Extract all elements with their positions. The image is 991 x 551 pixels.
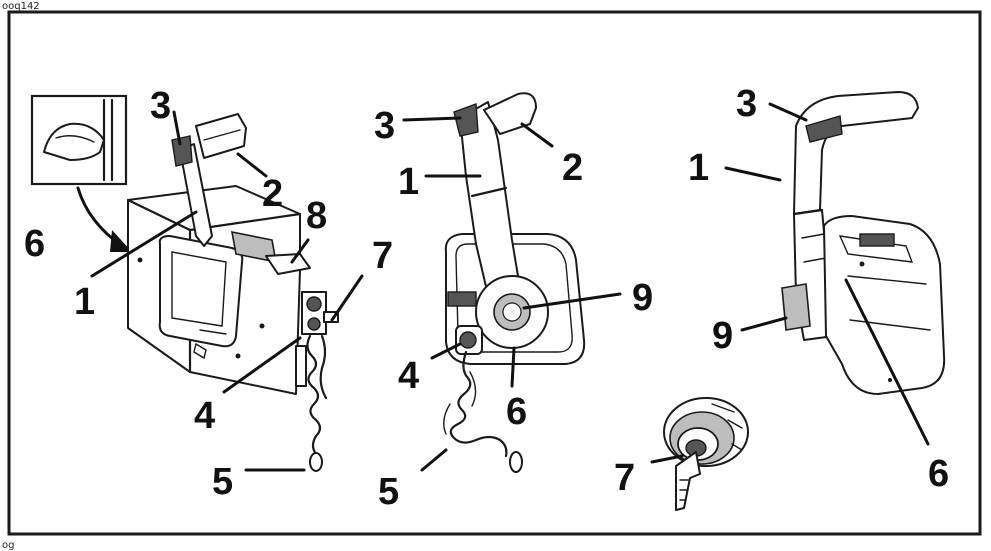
leader-line — [330, 274, 364, 322]
lanyard-clip — [309, 452, 323, 472]
side-mount-trim-button — [171, 135, 193, 167]
callout-number: 2 — [262, 173, 283, 215]
leader-line — [650, 454, 684, 464]
callout-number: 8 — [306, 195, 327, 237]
callout-number: 1 — [74, 281, 95, 323]
leader-line — [222, 336, 302, 394]
callout-number: 9 — [712, 315, 733, 357]
leader-line — [90, 210, 198, 278]
top-mount-hub-button — [781, 283, 811, 331]
side-mount-lanyard — [306, 334, 322, 456]
trim-switch-part — [265, 253, 311, 275]
leader-line — [290, 238, 310, 264]
callout-number: 5 — [212, 461, 233, 503]
callout-number: 1 — [688, 147, 709, 189]
callout-number: 6 — [928, 453, 949, 495]
leader-line — [420, 448, 448, 472]
leader-line — [740, 316, 788, 332]
callout-number: 4 — [398, 355, 419, 397]
callout-number: 6 — [24, 223, 45, 265]
diagram-frame — [7, 10, 982, 536]
leader-line — [768, 102, 808, 122]
top-mount-control-illustration: 1 3 6 7 9 — [614, 83, 949, 511]
panel-mount-trim-button — [453, 103, 479, 137]
callout-number: 9 — [632, 277, 653, 319]
top-mount-lever-grip — [793, 91, 919, 215]
top-mount-trim-button — [805, 115, 843, 143]
callout-number: 7 — [614, 457, 635, 499]
panel-mount-control-illustration: 1 2 3 4 5 6 9 — [374, 92, 653, 513]
reference-code-top: ooq142 — [2, 1, 40, 12]
key-switch-illustration — [663, 397, 749, 511]
callout-number: 6 — [506, 391, 527, 433]
leader-line — [522, 292, 622, 310]
callout-number: 2 — [562, 147, 583, 189]
leader-line — [430, 342, 462, 360]
leader-line — [236, 152, 268, 178]
top-mount-base-housing — [823, 215, 946, 395]
callout-number: 3 — [150, 85, 171, 127]
leader-line — [724, 166, 782, 182]
callout-number: 3 — [374, 105, 395, 147]
callout-number: 3 — [736, 83, 757, 125]
callout-number: 5 — [378, 471, 399, 513]
panel-mount-lanyard — [449, 350, 508, 458]
leader-line — [510, 346, 516, 388]
leader-line — [520, 122, 554, 148]
callout-number: 4 — [194, 395, 215, 437]
side-mount-lever-arm — [179, 143, 213, 247]
inset-arrow-icon — [110, 230, 132, 252]
callout-number: 1 — [398, 161, 419, 203]
leader-line — [844, 278, 930, 446]
side-mount-control-illustration: 1 2 3 4 5 6 7 8 — [24, 85, 393, 503]
leader-line — [172, 110, 182, 146]
leader-line — [402, 116, 462, 122]
ignition-key — [675, 451, 701, 511]
callout-number: 7 — [372, 235, 393, 277]
inset-neutral-button — [43, 122, 105, 161]
reference-code-bottom: og — [2, 540, 14, 551]
